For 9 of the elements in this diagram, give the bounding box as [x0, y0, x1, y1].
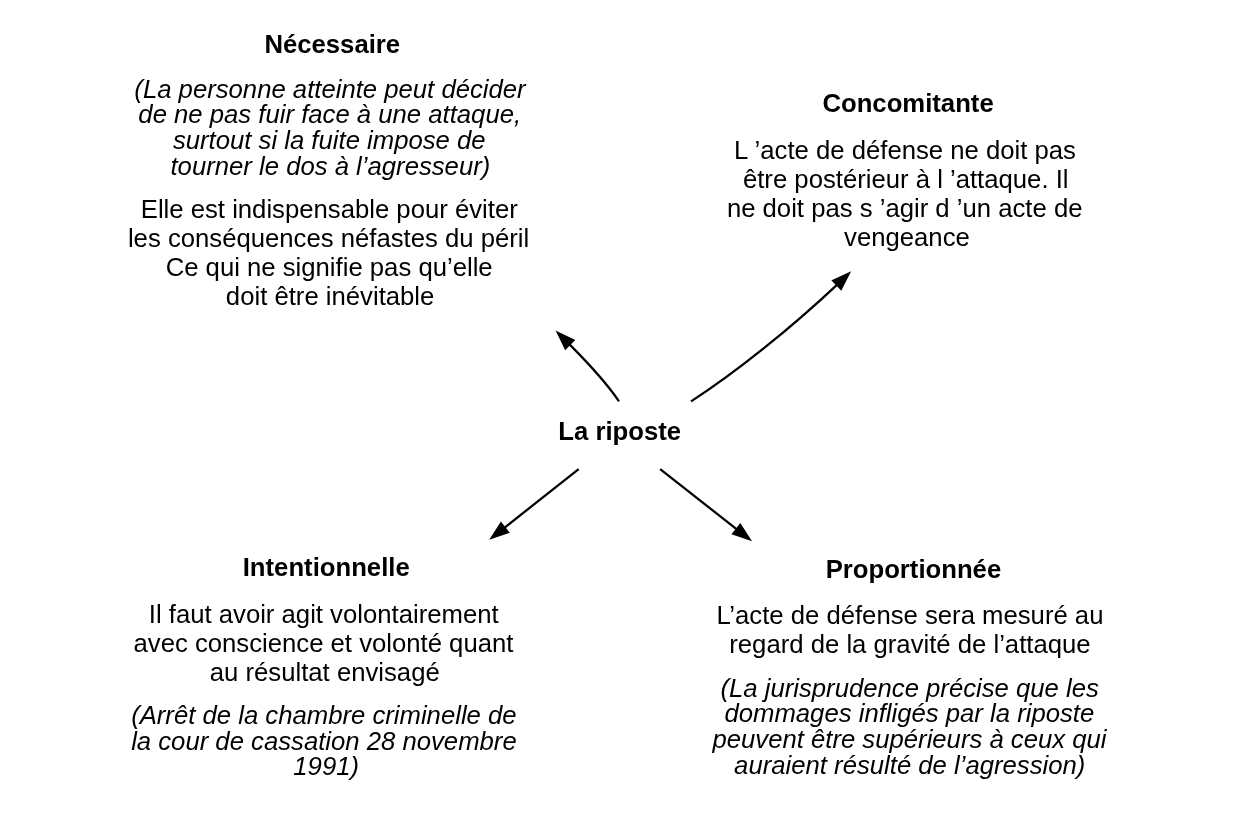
node-text: Nécessaire (La personne atteinte peut décider de ne pas fuir face à une attaque, surtout si la fuite impose de tourner le dos à l’agresseur) Elle est indispensable pour éviter les conséquences néfastes du péril Ce qui ne signifie pas qu’elle doit être inévitable [127, 29, 530, 310]
arrow [555, 330, 620, 402]
arrow [659, 468, 753, 542]
node-text: La riposte [558, 416, 682, 445]
node-text: Concomitante L ’acte de défense ne doit pas être postérieur à l ’attaque. Il ne doit pas s ’agir d ’un acte de vengeance [726, 89, 1083, 251]
arrow [489, 468, 580, 540]
node-text: Proportionnée L’acte de défense sera mesuré au regard de la gravité de l’attaque (La jurisprudence précise que les dommages infligés par la riposte peuvent être supérieurs à ceux qui auraient résulté de l’agression) [712, 554, 1107, 779]
arrow [690, 271, 852, 403]
node-text: Intentionnelle Il faut avoir agit volontairement avec conscience et volonté quant au résultat envisagé (Arrêt de la chambre criminelle de la cour de cassation 28 novembre 1991) [131, 553, 517, 781]
